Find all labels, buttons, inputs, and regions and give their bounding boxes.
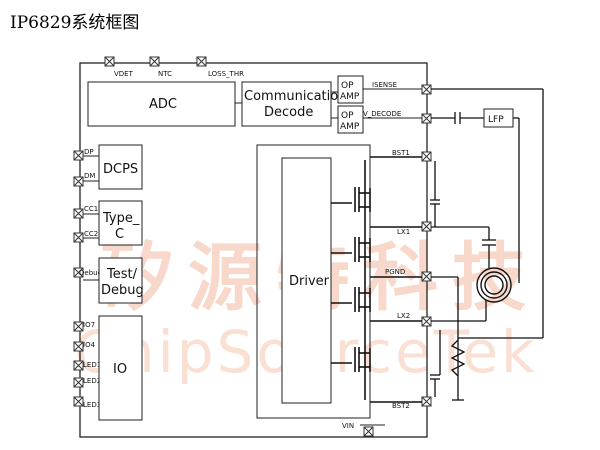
pin-cc1: CC1 [73,205,99,219]
dcps-label: DCPS [103,162,138,177]
op-amp-vdecode [337,105,364,134]
type-c-block [98,200,143,246]
op-amp-vdecode-label-2: AMP [340,122,360,132]
pin-dp: DP [73,148,99,161]
pin-pgnd: PGND [385,268,432,282]
comm-label-1: Communication/ [244,89,351,104]
driver-block [281,157,332,404]
pin-led2: LED2 [73,377,101,388]
communication-decode-block [241,81,332,127]
pin-io4: IO4 [73,341,96,352]
test-debug-label-1: Test/ [106,267,138,282]
diagram-title: IP6829系统框图 [10,13,140,33]
op-amp-isense [337,75,364,104]
pin-bst2: BST2 [392,396,432,410]
test-debug-label-2: Debug [101,283,144,298]
pin-loss-thr: LOSS_THR [196,56,244,78]
pin-bst1: BST1 [392,149,432,162]
pin-label-dm: DM [84,172,95,180]
op-amp-isense-label-2: AMP [340,92,360,102]
driver-outer-block [256,144,371,419]
type-c-label-2: C [115,227,124,242]
pin-label-debug: Debug [79,269,102,277]
op-amp-isense-label-1: OP [341,81,354,91]
pin-lx2: LX2 [397,312,432,327]
pin-label-cc2: CC2 [84,230,98,238]
pin-ntc: NTC [149,56,172,78]
adc-label: ADC [149,97,177,112]
type-c-label-1: Type_ [102,211,140,226]
dcps-block [98,144,143,190]
mosfet-stack [331,156,422,403]
pin-vdet: VDET [104,56,134,78]
lfp-label: LFP [488,115,504,125]
pin-v-decode: V_DECODE [363,110,432,124]
comm-label-2: Decode [264,105,313,120]
pin-label-v-decode: V_DECODE [363,110,401,118]
pin-vin: VIN [342,422,385,437]
coil-icon [476,267,512,303]
lfp-block [483,108,514,128]
external-circuit [430,88,544,401]
pin-label-io4: IO4 [83,341,96,349]
pin-label-pgnd: PGND [385,268,405,276]
driver-label: Driver [289,274,330,289]
io-label: IO [113,362,127,377]
pin-label-led1: LED1 [83,361,101,369]
pin-led3: LED3 [73,396,101,409]
chip-outline [79,62,428,438]
pin-led1: LED1 [73,360,101,371]
pin-label-bst2: BST2 [392,402,410,410]
pin-label-io7: IO7 [83,321,95,329]
pin-label-led3: LED3 [83,401,101,409]
pin-label-ntc: NTC [158,70,172,78]
pin-debug: Debug [73,267,102,281]
pin-label-vin: VIN [342,422,354,430]
pin-label-led2: LED2 [83,377,101,385]
test-debug-block [98,257,143,304]
pin-label-vdet: VDET [114,70,134,78]
pin-label-lx1: LX1 [397,228,410,236]
pin-io7: IO7 [73,321,95,332]
pin-lx1: LX1 [397,221,432,236]
pin-label-bst1: BST1 [392,149,410,157]
pin-label-dp: DP [84,148,94,156]
pin-label-cc1: CC1 [84,205,98,213]
pin-label-loss-thr: LOSS_THR [208,70,244,78]
pin-cc2: CC2 [73,230,99,243]
adc-block [87,81,236,127]
pin-isense: ISENSE [363,81,432,95]
io-block [98,315,143,421]
pin-dm: DM [73,172,99,187]
pin-label-isense: ISENSE [372,81,397,89]
op-amp-vdecode-label-1: OP [341,111,354,121]
pin-label-lx2: LX2 [397,312,410,320]
